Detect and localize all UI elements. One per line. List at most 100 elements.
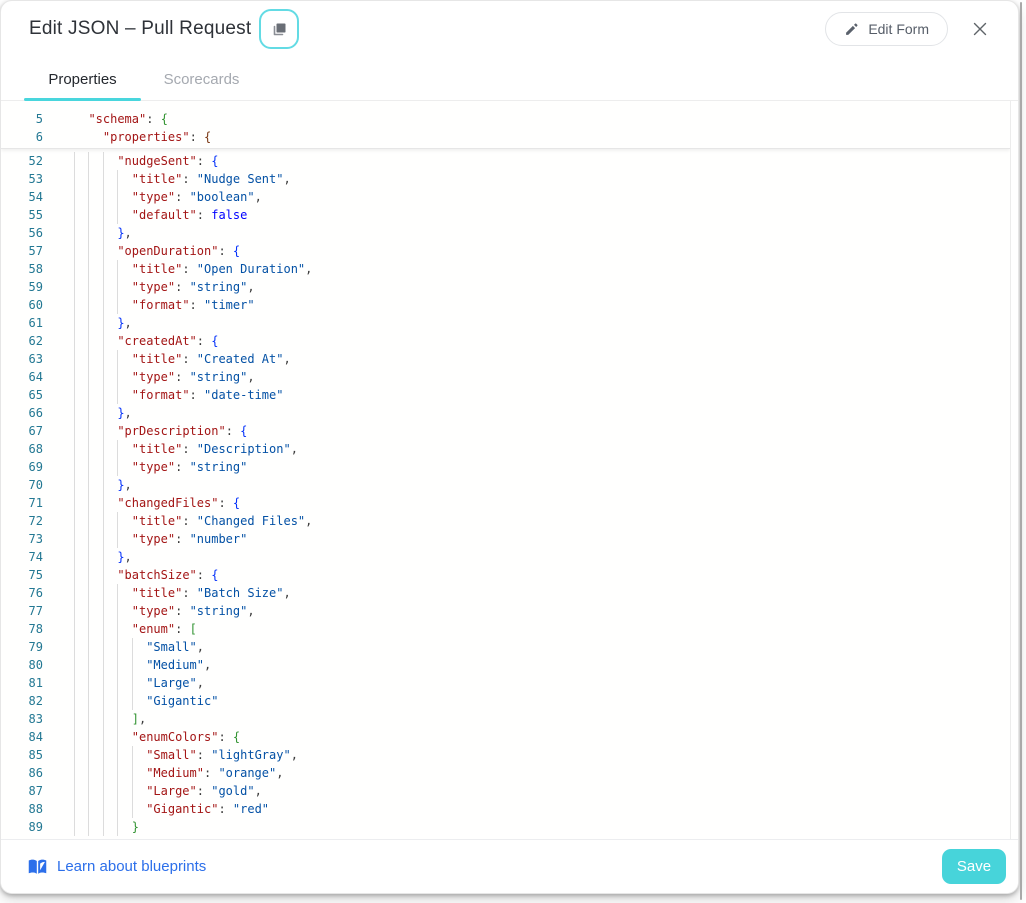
code-line[interactable]: 55"default": false bbox=[1, 206, 1010, 224]
code-line[interactable]: 85"Small": "lightGray", bbox=[1, 746, 1010, 764]
code-line[interactable]: 75"batchSize": { bbox=[1, 566, 1010, 584]
indent-guide bbox=[117, 800, 131, 818]
code-line[interactable]: 70}, bbox=[1, 476, 1010, 494]
code-line[interactable]: 69"type": "string" bbox=[1, 458, 1010, 476]
copy-json-button[interactable] bbox=[259, 9, 300, 49]
indent-guide bbox=[117, 188, 131, 206]
line-number: 63 bbox=[28, 352, 43, 366]
code-line[interactable]: 68"title": "Description", bbox=[1, 440, 1010, 458]
indent-guide bbox=[74, 224, 88, 242]
indent-guide bbox=[102, 332, 117, 350]
pencil-icon bbox=[844, 22, 859, 37]
code-line[interactable]: 86"Medium": "orange", bbox=[1, 764, 1010, 782]
indent-guide bbox=[74, 314, 88, 332]
indent-guide bbox=[102, 314, 117, 332]
code-line[interactable]: 71"changedFiles": { bbox=[1, 494, 1010, 512]
line-number: 76 bbox=[28, 586, 43, 600]
indent-guide bbox=[74, 188, 88, 206]
indent-guide bbox=[117, 278, 131, 296]
code-line[interactable]: 56}, bbox=[1, 224, 1010, 242]
indent-guide bbox=[74, 386, 88, 404]
save-button[interactable]: Save bbox=[942, 849, 1006, 884]
indent-guide bbox=[74, 440, 88, 458]
code-line[interactable]: 81"Large", bbox=[1, 674, 1010, 692]
code-line[interactable]: 80"Medium", bbox=[1, 656, 1010, 674]
indent-guide bbox=[88, 260, 102, 278]
indent-guide bbox=[74, 332, 88, 350]
indent-guide bbox=[102, 350, 117, 368]
indent-guide bbox=[74, 818, 88, 836]
code-line[interactable]: 52"nudgeSent": { bbox=[1, 152, 1010, 170]
code-line[interactable]: 88"Gigantic": "red" bbox=[1, 800, 1010, 818]
close-button[interactable] bbox=[966, 15, 994, 43]
indent-guide bbox=[102, 530, 117, 548]
code-line[interactable]: 87"Large": "gold", bbox=[1, 782, 1010, 800]
code-line[interactable]: 78"enum": [ bbox=[1, 620, 1010, 638]
json-editor[interactable]: 5"schema": {6"properties": { 52"nudgeSen… bbox=[1, 101, 1011, 841]
indent-guide bbox=[88, 512, 102, 530]
indent-guide bbox=[117, 656, 131, 674]
line-number: 81 bbox=[28, 676, 43, 690]
indent-guide bbox=[88, 710, 102, 728]
indent-guide bbox=[74, 458, 88, 476]
indent-guide bbox=[102, 494, 117, 512]
indent-guide bbox=[74, 260, 88, 278]
tab-properties[interactable]: Properties bbox=[24, 59, 141, 101]
indent-guide bbox=[102, 404, 117, 422]
code-line[interactable]: 62"createdAt": { bbox=[1, 332, 1010, 350]
indent-guide bbox=[74, 404, 88, 422]
indent-guide bbox=[74, 674, 88, 692]
indent-guide bbox=[88, 818, 102, 836]
indent-guide bbox=[131, 692, 146, 710]
code-line[interactable]: 64"type": "string", bbox=[1, 368, 1010, 386]
code-line[interactable]: 73"type": "number" bbox=[1, 530, 1010, 548]
code-line[interactable]: 5"schema": { bbox=[1, 110, 1010, 128]
code-line[interactable]: 83], bbox=[1, 710, 1010, 728]
code-line[interactable]: 67"prDescription": { bbox=[1, 422, 1010, 440]
indent-guide bbox=[88, 800, 102, 818]
line-number: 75 bbox=[28, 568, 43, 582]
code-line[interactable]: 82"Gigantic" bbox=[1, 692, 1010, 710]
code-line[interactable]: 53"title": "Nudge Sent", bbox=[1, 170, 1010, 188]
indent-guide bbox=[88, 152, 102, 170]
code-line[interactable]: 63"title": "Created At", bbox=[1, 350, 1010, 368]
indent-guide bbox=[102, 188, 117, 206]
code-line[interactable]: 57"openDuration": { bbox=[1, 242, 1010, 260]
tab-scorecards[interactable]: Scorecards bbox=[141, 59, 262, 100]
code-line[interactable]: 6"properties": { bbox=[1, 128, 1010, 146]
code-line[interactable]: 60"format": "timer" bbox=[1, 296, 1010, 314]
indent-guide bbox=[88, 638, 102, 656]
indent-guide bbox=[117, 530, 131, 548]
edit-form-button[interactable]: Edit Form bbox=[825, 12, 948, 46]
indent-guide bbox=[102, 476, 117, 494]
indent-guide bbox=[117, 458, 131, 476]
code-line[interactable]: 54"type": "boolean", bbox=[1, 188, 1010, 206]
page-scrollbar-thumb[interactable] bbox=[1020, 2, 1022, 900]
indent-guide bbox=[117, 386, 131, 404]
code-line[interactable]: 58"title": "Open Duration", bbox=[1, 260, 1010, 278]
code-line[interactable]: 59"type": "string", bbox=[1, 278, 1010, 296]
indent-guide bbox=[102, 746, 117, 764]
code-line[interactable]: 79"Small", bbox=[1, 638, 1010, 656]
learn-about-blueprints-link[interactable]: Learn about blueprints bbox=[27, 858, 206, 876]
code-line[interactable]: 65"format": "date-time" bbox=[1, 386, 1010, 404]
code-line[interactable]: 76"title": "Batch Size", bbox=[1, 584, 1010, 602]
indent-guide bbox=[88, 746, 102, 764]
indent-guide bbox=[102, 368, 117, 386]
code-line[interactable]: 61}, bbox=[1, 314, 1010, 332]
line-number: 52 bbox=[28, 154, 43, 168]
indent-guide bbox=[131, 674, 146, 692]
code-line[interactable]: 66}, bbox=[1, 404, 1010, 422]
indent-guide bbox=[88, 296, 102, 314]
code-line[interactable]: 89} bbox=[1, 818, 1010, 836]
indent-guide bbox=[102, 170, 117, 188]
code-line[interactable]: 84"enumColors": { bbox=[1, 728, 1010, 746]
indent-guide bbox=[117, 512, 131, 530]
indent-guide bbox=[102, 512, 117, 530]
code-line[interactable]: 74}, bbox=[1, 548, 1010, 566]
code-line[interactable]: 77"type": "string", bbox=[1, 602, 1010, 620]
indent-guide bbox=[88, 728, 102, 746]
indent-guide bbox=[88, 422, 102, 440]
code-line[interactable]: 72"title": "Changed Files", bbox=[1, 512, 1010, 530]
